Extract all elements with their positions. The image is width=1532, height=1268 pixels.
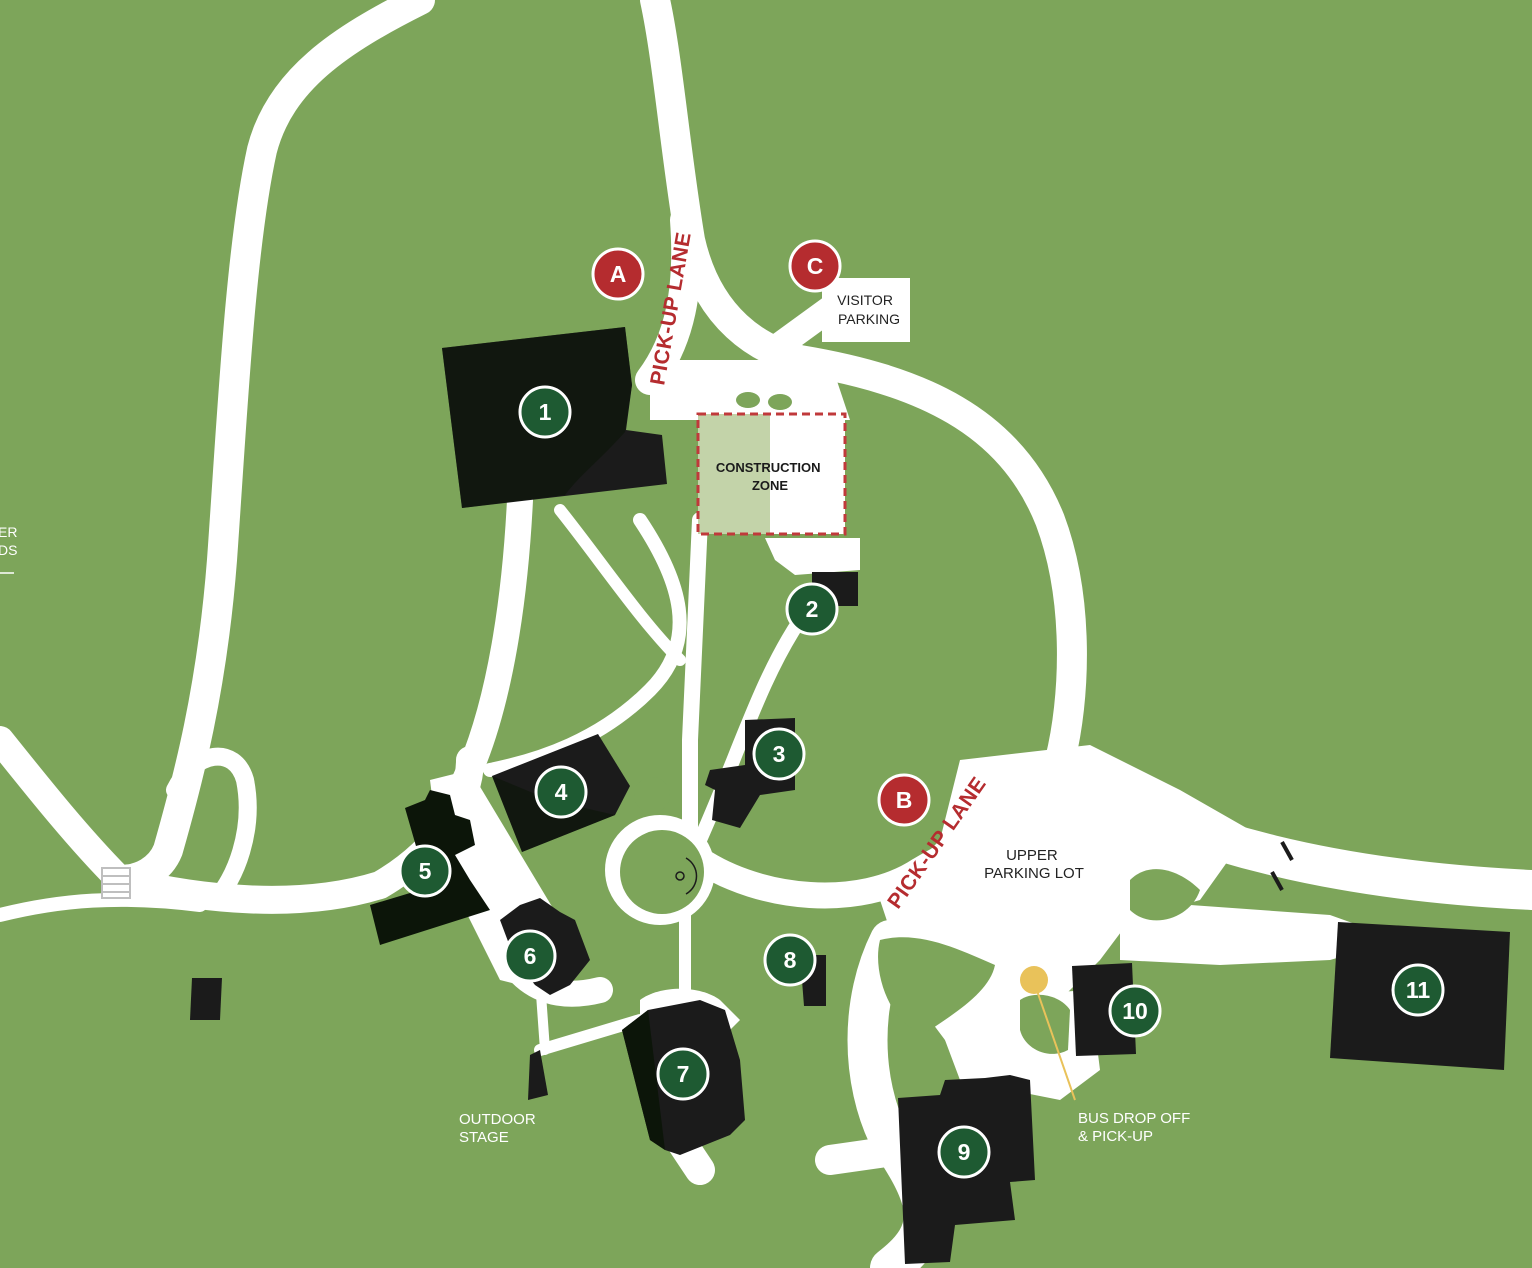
letter-marker-a-label: A bbox=[610, 261, 627, 287]
lot-island-2 bbox=[1130, 869, 1200, 921]
visitor-parking-line2: PARKING bbox=[838, 311, 900, 327]
roundabout-center bbox=[675, 857, 698, 895]
construction-zone-green bbox=[698, 414, 770, 534]
building-marker-9[interactable]: 9 bbox=[937, 1125, 991, 1179]
road-south-edge bbox=[0, 892, 207, 922]
building-marker-6-label: 6 bbox=[524, 943, 537, 969]
construction-zone bbox=[696, 412, 847, 536]
letter-marker-b-circle[interactable] bbox=[877, 773, 931, 827]
visitor-parking-box bbox=[822, 278, 910, 342]
roundabout-island bbox=[620, 830, 704, 914]
building-marker-6-circle[interactable] bbox=[503, 929, 557, 983]
letter-markers[interactable]: A B C bbox=[591, 239, 931, 827]
edge-cut-line2: DS bbox=[0, 542, 17, 558]
building-marker-4-label: 4 bbox=[555, 779, 568, 805]
building-marker-11-circle[interactable] bbox=[1391, 963, 1445, 1017]
building-marker-2-circle[interactable] bbox=[785, 582, 839, 636]
outdoor-stage-line2: STAGE bbox=[459, 1129, 509, 1146]
edge-cut-line1: ER bbox=[0, 524, 17, 540]
building-marker-4-circle[interactable] bbox=[534, 765, 588, 819]
edge-cut-label: ER DS bbox=[0, 524, 21, 558]
building-marker-8-label: 8 bbox=[784, 947, 797, 973]
building-marker-11-label: 11 bbox=[1406, 977, 1431, 1003]
lot-island-1 bbox=[878, 937, 995, 1032]
building-marker-4[interactable]: 4 bbox=[534, 765, 588, 819]
road-west-loop bbox=[105, 0, 435, 895]
construction-zone-border bbox=[696, 412, 847, 536]
letter-marker-a-circle[interactable] bbox=[591, 247, 645, 301]
road-diag-2 bbox=[554, 504, 686, 666]
outdoor-stage-label: OUTDOOR STAGE bbox=[459, 1111, 540, 1146]
building-marker-1[interactable]: 1 bbox=[518, 385, 572, 439]
building-marker-9-label: 9 bbox=[958, 1139, 971, 1165]
letter-marker-b[interactable]: B bbox=[877, 773, 931, 827]
construction-line2: ZONE bbox=[752, 478, 788, 493]
outdoor-stage-line1: OUTDOOR bbox=[459, 1111, 536, 1128]
building-marker-3[interactable]: 3 bbox=[752, 727, 806, 781]
bus-drop-line1: BUS DROP OFF bbox=[1078, 1110, 1190, 1127]
bldg-2-pad bbox=[765, 538, 860, 575]
upper-parking-line2: PARKING LOT bbox=[984, 865, 1084, 882]
building-marker-7-label: 7 bbox=[677, 1061, 690, 1087]
building-marker-11[interactable]: 11 bbox=[1391, 963, 1445, 1017]
gate-marks bbox=[1270, 841, 1294, 891]
letter-marker-a[interactable]: A bbox=[591, 247, 645, 301]
bus-stop-icon[interactable] bbox=[1020, 966, 1048, 994]
letter-marker-c-circle[interactable] bbox=[788, 239, 842, 293]
island-a bbox=[634, 777, 670, 813]
upper-parking-line1: UPPER bbox=[1006, 847, 1058, 864]
letter-marker-c-label: C bbox=[807, 253, 824, 279]
building-marker-8[interactable]: 8 bbox=[763, 933, 817, 987]
building-marker-2[interactable]: 2 bbox=[785, 582, 839, 636]
building-7-dark bbox=[622, 1010, 665, 1150]
letter-marker-b-label: B bbox=[896, 787, 913, 813]
building-marker-3-label: 3 bbox=[773, 741, 786, 767]
bus-stop-pin[interactable] bbox=[1020, 966, 1076, 1101]
building-small-west bbox=[190, 978, 222, 1020]
building-marker-3-circle[interactable] bbox=[752, 727, 806, 781]
road-diag-1 bbox=[483, 513, 687, 777]
bus-drop-label: BUS DROP OFF & PICK-UP bbox=[1078, 1110, 1194, 1145]
outdoor-stage-shape bbox=[528, 1050, 548, 1100]
building-marker-2-label: 2 bbox=[806, 596, 819, 622]
bus-drop-line2: & PICK-UP bbox=[1078, 1128, 1153, 1145]
building-marker-5[interactable]: 5 bbox=[398, 844, 452, 898]
visitor-parking-label: VISITOR PARKING bbox=[837, 292, 900, 327]
road-west-hook bbox=[166, 747, 257, 909]
building-marker-10-circle[interactable] bbox=[1108, 984, 1162, 1038]
island-b bbox=[736, 392, 760, 408]
building-marker-8-circle[interactable] bbox=[763, 933, 817, 987]
north-junction bbox=[650, 360, 850, 420]
building-marker-5-label: 5 bbox=[419, 858, 432, 884]
building-marker-5-circle[interactable] bbox=[398, 844, 452, 898]
road-stage-diag bbox=[535, 975, 550, 1055]
footbridge bbox=[101, 867, 131, 899]
lawn-islands bbox=[620, 392, 1200, 1054]
building-marker-7[interactable]: 7 bbox=[656, 1047, 710, 1101]
building-marker-10-label: 10 bbox=[1122, 998, 1148, 1024]
construction-zone-label: CONSTRUCTION ZONE bbox=[716, 460, 824, 493]
road-south-spur bbox=[815, 1135, 915, 1175]
building-marker-1-circle[interactable] bbox=[518, 385, 572, 439]
building-marker-6[interactable]: 6 bbox=[503, 929, 557, 983]
road-stage-path bbox=[534, 1014, 646, 1056]
letter-marker-c[interactable]: C bbox=[788, 239, 842, 293]
construction-zone-white bbox=[770, 414, 845, 534]
lot-island-3 bbox=[1020, 994, 1070, 1054]
visitor-parking-line1: VISITOR bbox=[837, 292, 893, 308]
road-middle-spine bbox=[682, 512, 708, 868]
building-markers[interactable]: 1 2 3 4 5 6 7 8 9 10 11 bbox=[398, 385, 1445, 1179]
island-c bbox=[768, 394, 792, 410]
building-marker-10[interactable]: 10 bbox=[1108, 984, 1162, 1038]
building-marker-1-label: 1 bbox=[539, 399, 552, 425]
east-lot-area bbox=[1120, 900, 1400, 965]
upper-parking-label: UPPER PARKING LOT bbox=[984, 847, 1084, 882]
building-marker-9-circle[interactable] bbox=[937, 1125, 991, 1179]
construction-line1: CONSTRUCTION bbox=[716, 460, 821, 475]
building-marker-7-circle[interactable] bbox=[656, 1047, 710, 1101]
